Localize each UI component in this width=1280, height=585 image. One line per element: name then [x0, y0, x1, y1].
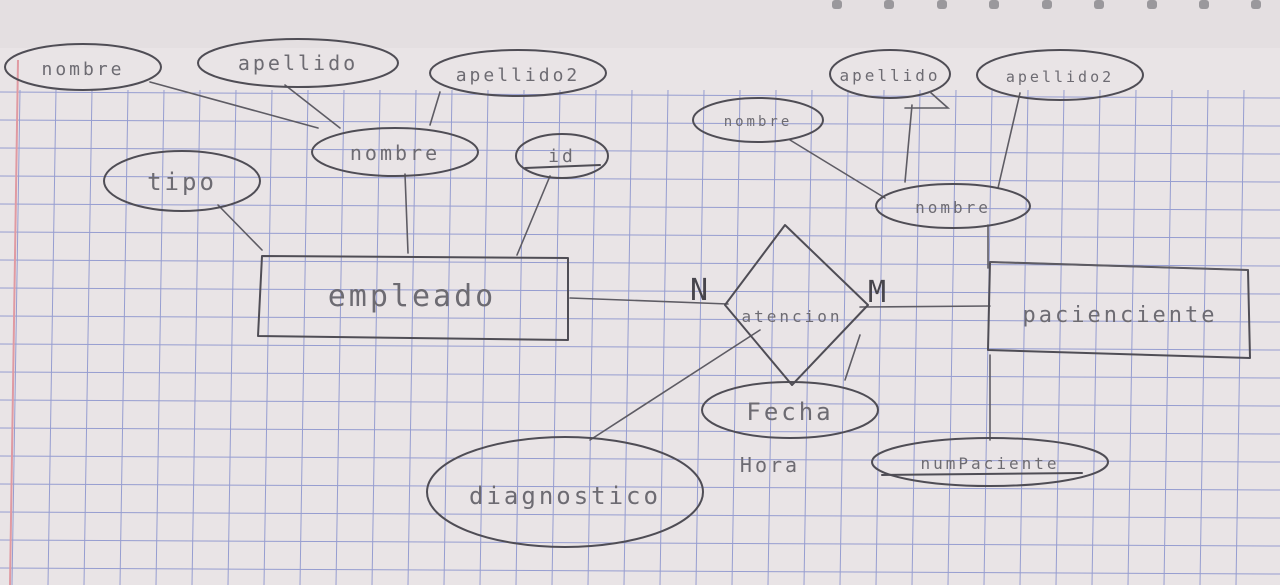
cardinality-m: M — [868, 275, 889, 310]
grid-line-horizontal — [0, 483, 1280, 491]
svg-text:numPaciente: numPaciente — [921, 454, 1060, 473]
grid-line-vertical — [155, 89, 165, 585]
svg-text:apellido: apellido — [238, 51, 358, 75]
relationship-atencion[interactable]: atencion — [724, 224, 869, 386]
grid-line-horizontal — [0, 427, 1280, 435]
relationship-atencion-label: atencion — [741, 307, 842, 326]
svg-text:apellido2: apellido2 — [1006, 68, 1114, 86]
grid-line-vertical — [227, 89, 237, 585]
svg-text:nombre: nombre — [915, 198, 991, 217]
grid-line-horizontal — [0, 175, 1280, 183]
grid-line-vertical — [83, 89, 93, 585]
grid-line-horizontal — [0, 343, 1280, 351]
attr-pac-nombre1[interactable]: nombre — [692, 97, 824, 143]
grid-line-vertical — [947, 89, 957, 585]
svg-text:nombre: nombre — [724, 114, 793, 130]
svg-text:id: id — [548, 146, 576, 167]
attr-emp-tipo[interactable]: tipo — [103, 150, 261, 212]
svg-text:nombre: nombre — [350, 141, 440, 165]
entity-empleado-label: empleado — [328, 279, 497, 314]
grid-line-vertical — [839, 89, 849, 585]
grid-line-vertical — [803, 89, 813, 585]
attr-emp-nombre[interactable]: nombre — [311, 127, 479, 177]
grid-line-vertical — [191, 89, 201, 585]
grid-line-horizontal — [0, 567, 1280, 575]
cardinality-n: N — [690, 273, 711, 308]
grid-line-vertical — [263, 89, 273, 585]
attr-emp-id-key[interactable]: id — [515, 133, 609, 179]
grid-line-vertical — [1091, 89, 1101, 585]
grid-line-vertical — [1055, 89, 1065, 585]
grid-line-vertical — [1199, 89, 1209, 585]
grid-line-vertical — [479, 89, 489, 585]
grid-line-horizontal — [0, 91, 1280, 99]
grid-line-vertical — [119, 89, 129, 585]
grid-line-vertical — [515, 89, 525, 585]
graph-grid — [0, 89, 1280, 585]
entity-paciente-label: pacienciente — [1023, 303, 1218, 328]
svg-text:tipo: tipo — [147, 168, 217, 196]
grid-line-vertical — [551, 89, 561, 585]
grid-line-horizontal — [0, 287, 1280, 295]
grid-line-vertical — [731, 89, 741, 585]
grid-line-horizontal — [0, 147, 1280, 155]
grid-line-horizontal — [0, 455, 1280, 463]
grid-line-vertical — [11, 89, 21, 585]
grid-line-horizontal — [0, 539, 1280, 547]
attr-pac-apellido1[interactable]: apellido — [829, 49, 951, 109]
grid-line-vertical — [623, 89, 633, 585]
grid-line-vertical — [1019, 89, 1029, 585]
grid-line-vertical — [1127, 89, 1137, 585]
grid-line-vertical — [767, 89, 777, 585]
grid-line-vertical — [1235, 89, 1245, 585]
grid-line-vertical — [1163, 89, 1173, 585]
svg-text:apellido: apellido — [839, 66, 940, 85]
entity-paciente[interactable]: pacienciente — [987, 261, 1251, 359]
attr-emp-apellido1[interactable]: apellido — [197, 38, 399, 88]
svg-text:nombre: nombre — [41, 59, 124, 80]
attr-emp-apellido2[interactable]: apellido2 — [429, 49, 607, 97]
grid-line-vertical — [695, 89, 705, 585]
grid-line-horizontal — [0, 371, 1280, 379]
grid-line-vertical — [47, 89, 57, 585]
grid-line-vertical — [875, 89, 885, 585]
attr-rel-diagnostico[interactable]: diagnostico — [426, 436, 704, 548]
grid-line-horizontal — [0, 231, 1280, 239]
grid-line-horizontal — [0, 511, 1280, 519]
paper-top-strip — [0, 0, 1280, 48]
connector-lines — [149, 81, 1021, 441]
grid-line-horizontal — [0, 119, 1280, 127]
attr-rel-fecha[interactable]: Fecha — [701, 381, 879, 439]
attr-pac-nombre[interactable]: nombre — [875, 183, 1031, 229]
attr-pac-numpaciente-key[interactable]: numPaciente — [871, 437, 1109, 487]
svg-text:diagnostico: diagnostico — [469, 482, 661, 510]
entity-empleado[interactable]: empleado — [257, 255, 569, 341]
grid-line-vertical — [659, 89, 669, 585]
spiral-binding — [832, 0, 1261, 9]
grid-line-horizontal — [0, 203, 1280, 211]
grid-line-horizontal — [0, 399, 1280, 407]
attr-pac-apellido2[interactable]: apellido2 — [976, 49, 1144, 101]
margin-line — [9, 59, 19, 585]
attr-rel-hora: Hora — [740, 453, 800, 477]
svg-text:apellido2: apellido2 — [456, 65, 581, 86]
grid-line-vertical — [911, 89, 921, 585]
svg-text:Fecha: Fecha — [746, 398, 833, 426]
grid-line-horizontal — [0, 315, 1280, 323]
attr-emp-nombre1[interactable]: nombre — [4, 43, 162, 91]
